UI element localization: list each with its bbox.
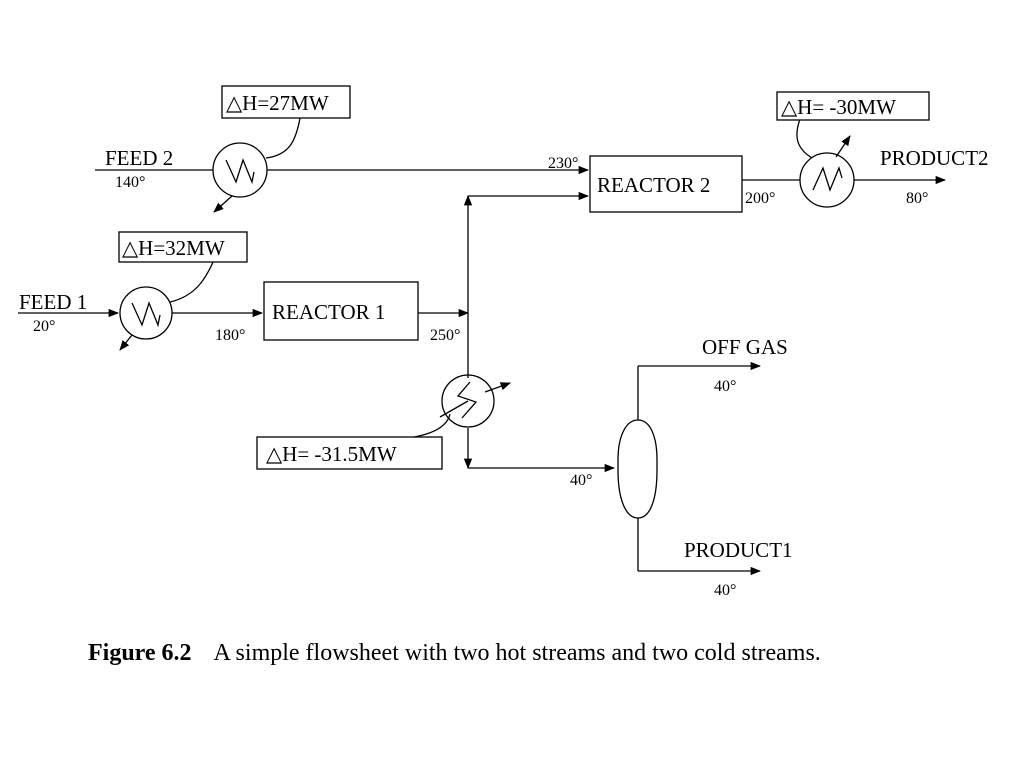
product2-label: PRODUCT2: [880, 146, 989, 170]
cooler-duty-box: [256, 436, 443, 470]
caption-text: A simple flowsheet with two hot streams …: [213, 640, 821, 666]
reactor2: [589, 155, 743, 213]
feed1-heater-duty: △H=32MW: [122, 236, 225, 260]
offgas-temp: 40°: [714, 378, 736, 395]
product2-cooler-duty: △H= -30MW: [781, 95, 896, 119]
feed2-heater-duty-box: [221, 85, 351, 119]
figure-caption: Figure 6.2 A simple flowsheet with two ho…: [88, 640, 988, 667]
figure-number: Figure 6.2: [88, 640, 192, 666]
feed1-temp: 20°: [33, 318, 55, 335]
reactor2-out-temp: 200°: [745, 190, 775, 207]
feed1-heated-temp: 180°: [215, 327, 245, 344]
cooler-exchanger: [383, 374, 511, 442]
feed2-heater-duty: △H=27MW: [226, 91, 329, 115]
product1-temp: 40°: [714, 582, 736, 599]
product2-cooler: [796, 118, 855, 208]
feed1-heater-duty-box: [118, 231, 248, 263]
reactor1-label: REACTOR 1: [272, 300, 385, 324]
feed2-heater: [212, 117, 301, 213]
offgas-label: OFF GAS: [702, 335, 788, 359]
separator-in-temp: 40°: [570, 472, 592, 489]
reactor2-in-temp: 230°: [548, 155, 578, 172]
feed2-label: FEED 2: [105, 146, 173, 170]
feed2-temp: 140°: [115, 174, 145, 191]
feed1-label: FEED 1: [19, 290, 87, 314]
cooler-duty: △H= -31.5MW: [266, 442, 397, 466]
reactor1: [263, 281, 419, 341]
separator-vessel: [617, 419, 658, 519]
reactor2-label: REACTOR 2: [597, 173, 710, 197]
product2-cooler-duty-box: [776, 91, 930, 121]
product1-label: PRODUCT1: [684, 538, 793, 562]
feed1-heater: [119, 259, 215, 351]
reactor1-out-temp: 250°: [430, 327, 460, 344]
product2-temp: 80°: [906, 190, 928, 207]
